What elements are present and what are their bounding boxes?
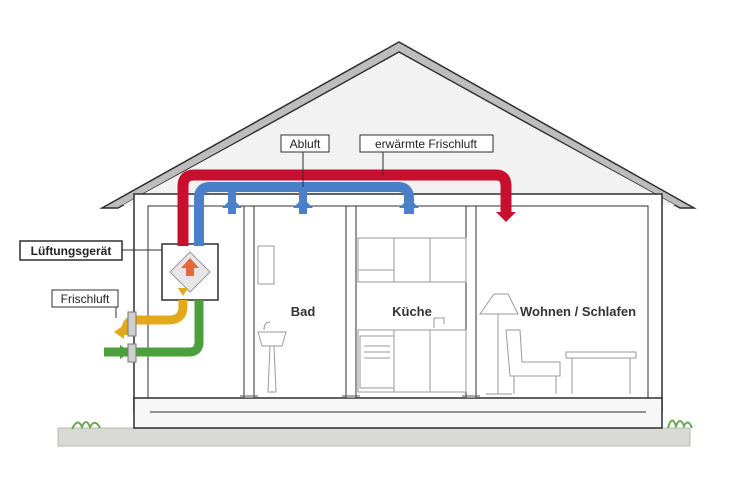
label-warmed-fresh-air: erwärmte Frischluft xyxy=(359,134,494,153)
washbasin xyxy=(257,331,287,347)
outgoing-duct xyxy=(104,300,204,357)
kitchen-furniture xyxy=(357,237,467,393)
fresh-arrow-in-unit xyxy=(178,288,188,296)
living-furniture xyxy=(479,293,637,395)
fresh-air-duct xyxy=(121,300,188,335)
exhaust-arrow-3 xyxy=(399,198,419,214)
label-warmed-fresh-air-text: erwärmte Frischluft xyxy=(375,137,478,151)
floor-lamp-shade xyxy=(479,293,519,315)
grass-left xyxy=(71,421,101,430)
roof xyxy=(99,41,697,209)
wall-1 xyxy=(243,205,255,399)
wall-grilles xyxy=(127,311,137,363)
room-living-sleeping: Wohnen / Schlafen xyxy=(520,304,636,319)
fresh-air-outlet-arrow xyxy=(114,325,132,339)
supply-duct xyxy=(177,169,512,246)
outgoing-arrow xyxy=(104,345,130,359)
tap xyxy=(263,321,271,331)
grass-right xyxy=(667,419,693,429)
basin-pedestal xyxy=(267,345,277,393)
exhaust-arrow-2 xyxy=(293,198,313,214)
kitchen-tap xyxy=(433,317,445,328)
room-kitchen: Küche xyxy=(392,304,432,319)
mirror-cabinet xyxy=(257,245,275,285)
label-abluft-text: Abluft xyxy=(290,137,321,151)
house-shell xyxy=(133,193,663,429)
exhaust-arrow-1 xyxy=(222,198,242,214)
bathroom-furniture xyxy=(257,245,287,393)
label-ventilation-unit: Lüftungsgerät xyxy=(19,240,123,261)
heat-arrow-up xyxy=(181,258,199,276)
label-abluft: Abluft xyxy=(280,134,330,153)
label-ventilation-unit-text: Lüftungsgerät xyxy=(31,244,112,258)
table xyxy=(565,351,637,359)
wall-cabinets xyxy=(357,237,467,283)
base-cabinets xyxy=(357,329,467,393)
supply-arrow xyxy=(496,206,516,222)
room-bathroom: Bad xyxy=(291,304,316,319)
wall-2 xyxy=(345,205,357,399)
label-fresh-air-text: Frischluft xyxy=(61,292,110,306)
label-fresh-air: Frischluft xyxy=(51,289,119,308)
wall-3 xyxy=(465,205,477,399)
armchair xyxy=(505,329,561,377)
leader-lines xyxy=(115,150,384,318)
arrows xyxy=(104,198,516,359)
ducts xyxy=(104,169,512,357)
